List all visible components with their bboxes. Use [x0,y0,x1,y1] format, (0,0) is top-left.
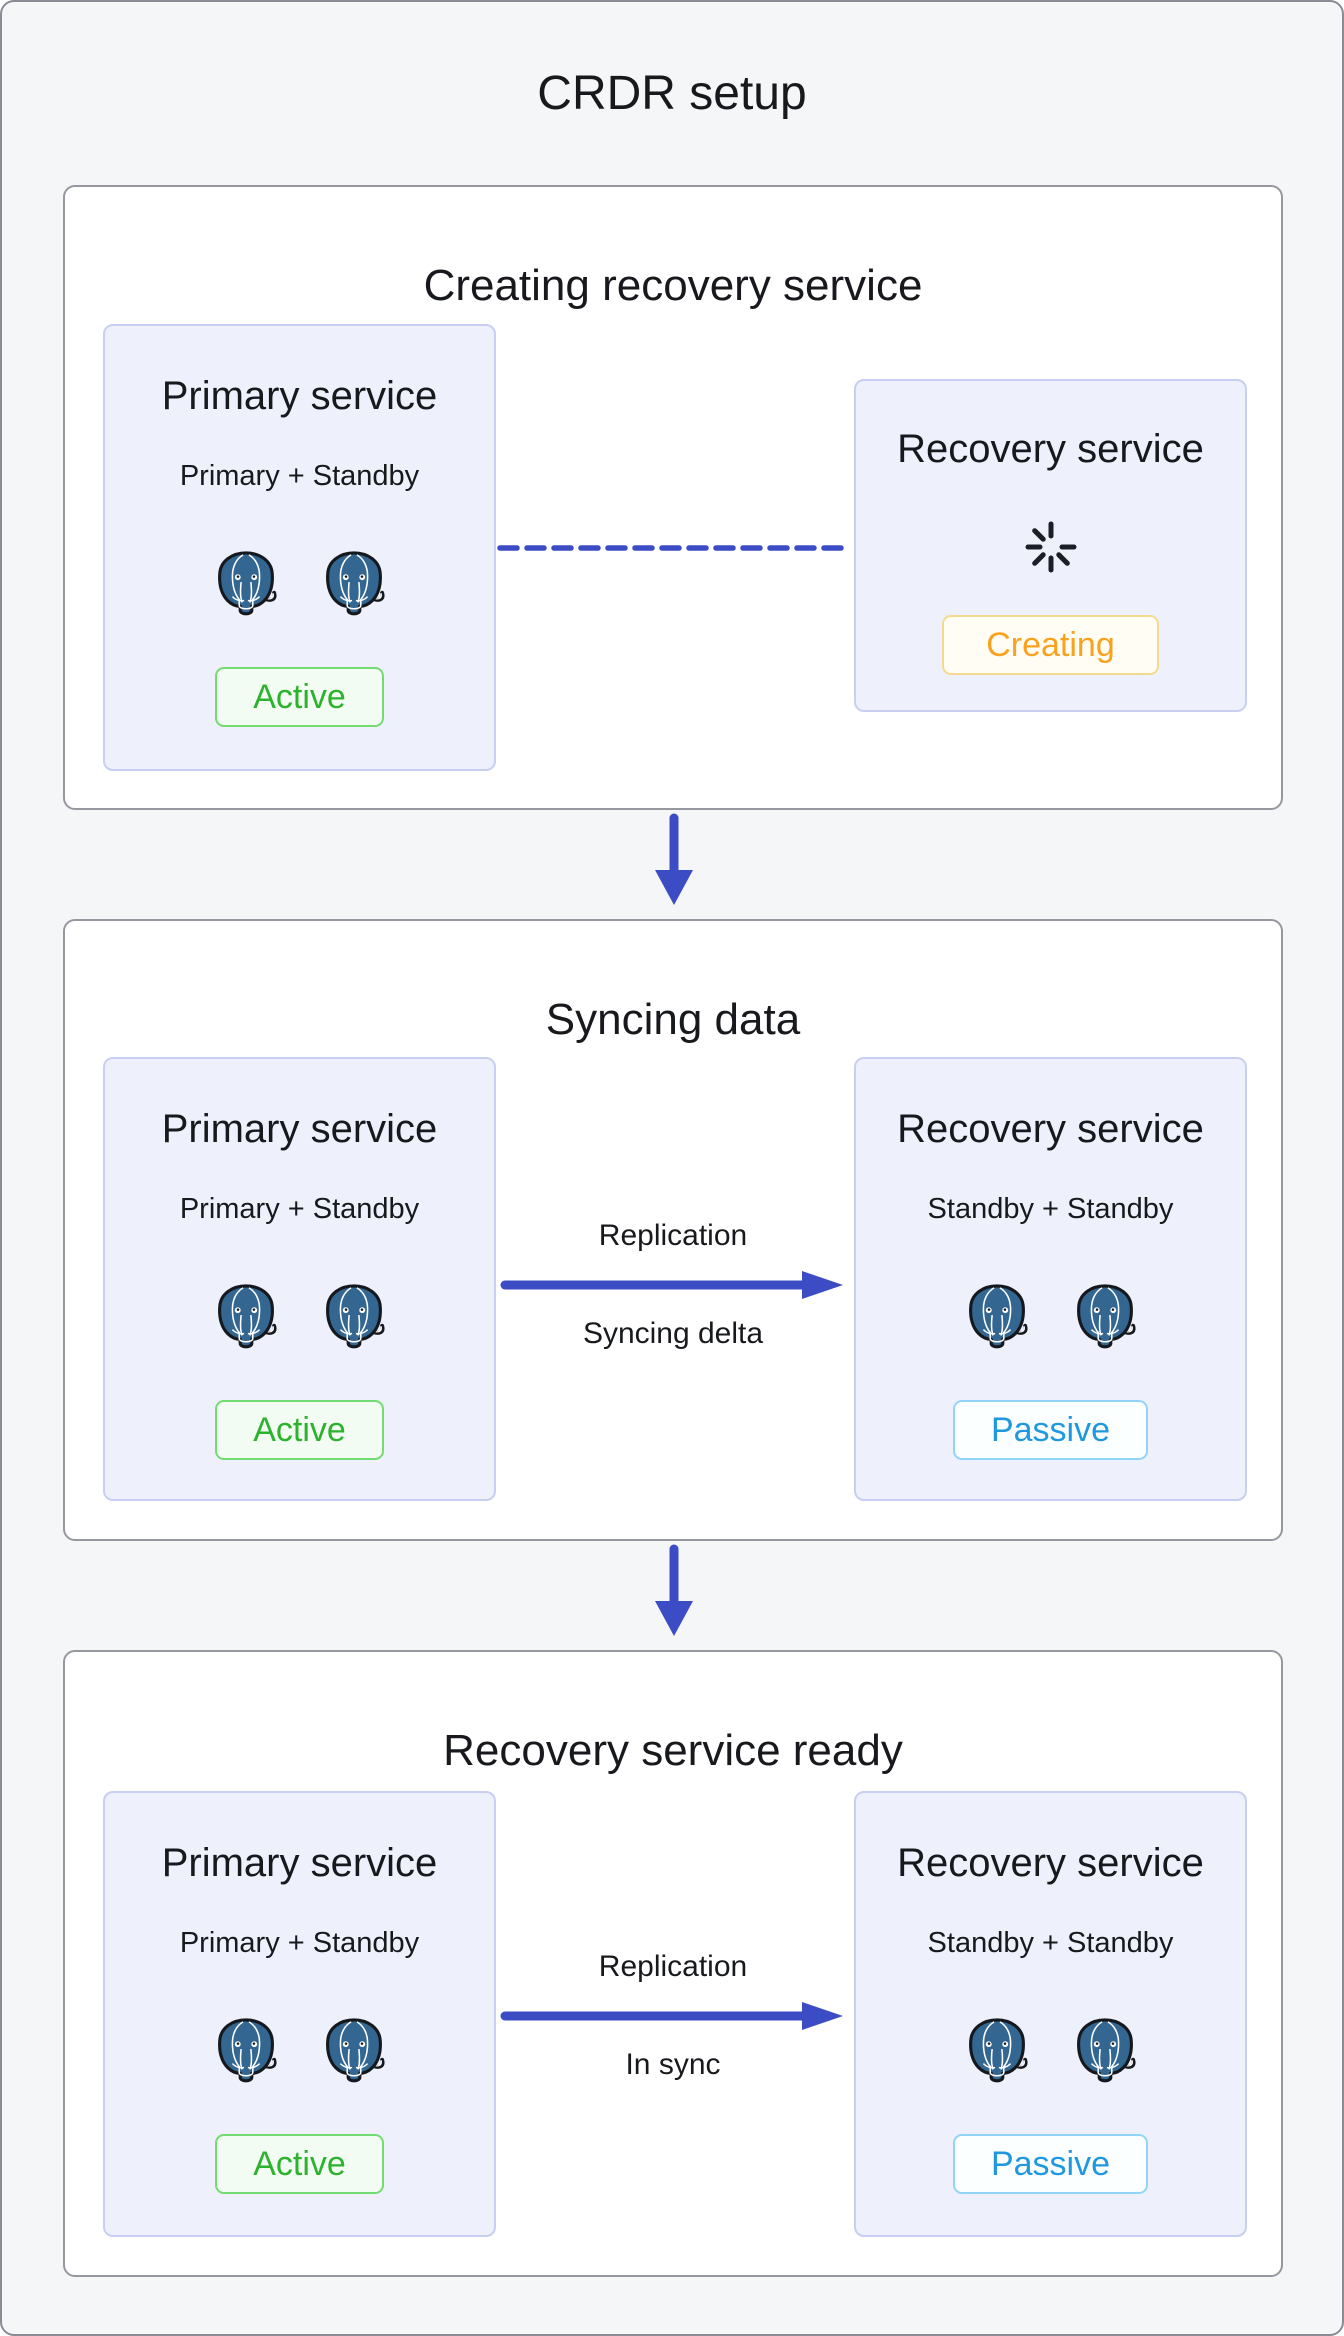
postgresql-elephant-icon [964,2017,1030,2085]
loading-spinner-icon [1025,521,1076,573]
replication-label: Replication [598,1950,748,1983]
postgresql-elephant-icon [964,1283,1030,1351]
creating-status-badge: Creating [942,615,1159,675]
stage-panel-recovery-service-ready: Recovery service ready Primary service P… [63,1650,1283,2277]
arrow-right-icon [500,1271,843,1299]
primary-service-card: Primary service Primary + Standby Active [103,324,496,771]
postgresql-elephant-icon [1072,1283,1138,1351]
primary-service-card: Primary service Primary + Standby Active [103,1057,496,1501]
postgresql-elephant-icon [321,550,387,618]
active-status-badge: Active [215,667,384,727]
card-title: Recovery service [897,1841,1204,1885]
card-subtitle: Primary + Standby [179,460,420,492]
replication-connector: Replication Syncing delta [500,1218,846,1352]
stage-title: Recovery service ready [443,1725,903,1775]
arrow-down-icon [655,813,693,905]
replication-connector: Replication In sync [500,1949,846,2083]
postgresql-elephant-icon [213,550,279,618]
passive-status-badge: Passive [952,2134,1149,2194]
recovery-service-card: Recovery service Standby + Standby Passi… [854,1791,1247,2237]
sync-state-label: In sync [625,2048,721,2081]
card-title: Recovery service [897,427,1204,471]
postgres-instances [105,1283,494,1351]
postgres-instances [105,550,494,618]
postgresql-elephant-icon [321,1283,387,1351]
postgresql-elephant-icon [321,2017,387,2085]
replication-label: Replication [598,1219,748,1252]
page-title: CRDR setup [537,67,807,120]
card-title: Primary service [161,1841,438,1885]
arrow-down-icon [655,1544,693,1636]
stage-panel-syncing-data: Syncing data Primary service Primary + S… [63,919,1283,1541]
card-subtitle: Standby + Standby [927,1193,1174,1225]
recovery-service-card: Recovery service Standby + Standby Passi… [854,1057,1247,1501]
card-subtitle: Primary + Standby [179,1927,420,1959]
sync-state-label: Syncing delta [582,1317,764,1350]
postgres-instances [105,2017,494,2085]
active-status-badge: Active [215,1400,384,1460]
card-title: Recovery service [897,1107,1204,1151]
postgresql-elephant-icon [213,1283,279,1351]
passive-status-badge: Passive [952,1400,1149,1460]
stage-panel-creating-recovery-service: Creating recovery service Primary servic… [63,185,1283,810]
card-title: Primary service [161,1107,438,1151]
stage-title: Syncing data [545,994,801,1044]
postgresql-elephant-icon [1072,2017,1138,2085]
dashed-connector-line [497,545,854,551]
recovery-service-card: Recovery service Creating [854,379,1247,712]
card-subtitle: Standby + Standby [927,1927,1174,1959]
active-status-badge: Active [215,2134,384,2194]
card-title: Primary service [161,374,438,418]
primary-service-card: Primary service Primary + Standby Active [103,1791,496,2237]
postgres-instances [856,2017,1245,2085]
postgresql-elephant-icon [213,2017,279,2085]
arrow-right-icon [500,2002,843,2030]
stage-title: Creating recovery service [423,260,923,310]
postgres-instances [856,1283,1245,1351]
card-subtitle: Primary + Standby [179,1193,420,1225]
